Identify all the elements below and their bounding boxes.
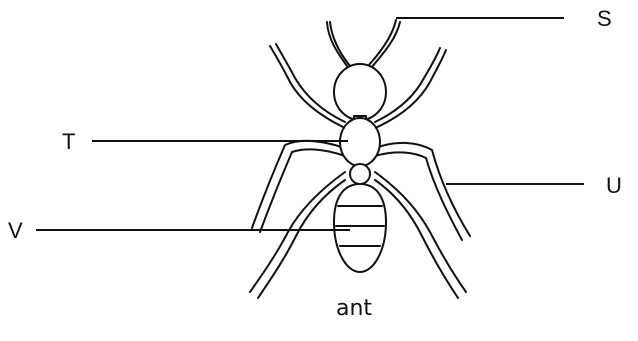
ant-abdomen <box>334 184 386 272</box>
ant-waist <box>350 164 370 184</box>
right-antenna <box>368 20 400 68</box>
ant-head <box>334 64 386 120</box>
label-v: V <box>8 220 23 242</box>
hind-right-leg <box>375 172 466 298</box>
label-t: T <box>62 131 75 153</box>
label-s: S <box>597 8 612 30</box>
diagram-caption: ant <box>336 298 372 320</box>
label-u: U <box>606 175 622 197</box>
left-antenna <box>327 22 350 66</box>
hind-left-leg <box>250 172 345 298</box>
middle-left-leg <box>252 141 345 232</box>
